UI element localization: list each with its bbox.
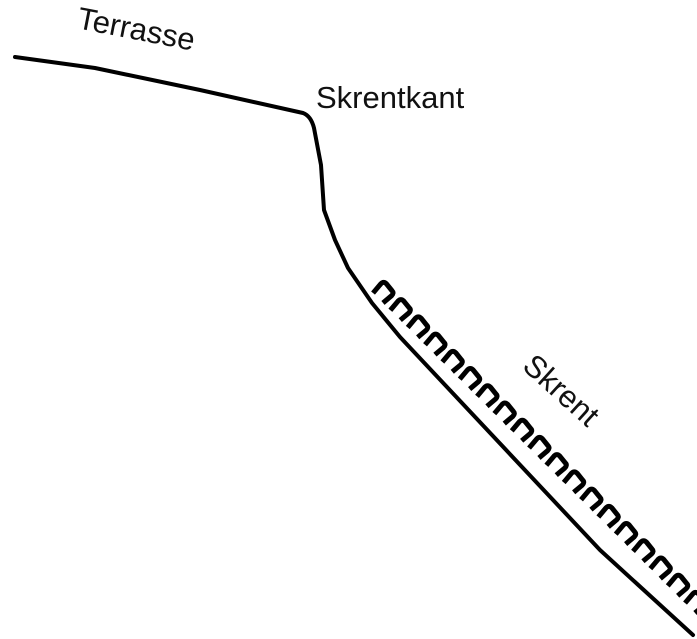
scarp-block-symbol	[388, 297, 413, 323]
scarp-block-symbol	[596, 503, 621, 529]
scarp-block-symbol	[405, 314, 431, 340]
scarp-block-symbol	[492, 400, 517, 426]
scarp-block-symbol	[561, 469, 587, 495]
scarp-block-symbol	[579, 486, 604, 512]
scarp-block-symbol	[440, 348, 465, 374]
scarp-block-symbol	[371, 279, 396, 305]
scarp-block-symbol	[683, 589, 697, 615]
scarp-block-symbol	[648, 555, 673, 581]
scarp-block-symbol	[544, 452, 569, 478]
scarp-block-symbol	[457, 366, 483, 391]
scarp-block-symbol	[665, 572, 691, 598]
scarp-edge-label: Skrentkant	[316, 80, 465, 115]
scarp-block-symbol	[613, 521, 639, 546]
scarp-block-symbol	[527, 434, 552, 460]
scarp-block-symbol	[631, 538, 656, 564]
terrace-label: Terrasse	[75, 1, 198, 58]
terrain-profile-line	[13, 55, 695, 637]
scarp-block-symbols	[371, 279, 697, 615]
scarp-block-symbol	[475, 383, 500, 409]
scarp-label: Skrent	[516, 347, 606, 433]
scarp-block-symbol	[423, 331, 448, 357]
scarp-block-symbol	[509, 417, 535, 443]
